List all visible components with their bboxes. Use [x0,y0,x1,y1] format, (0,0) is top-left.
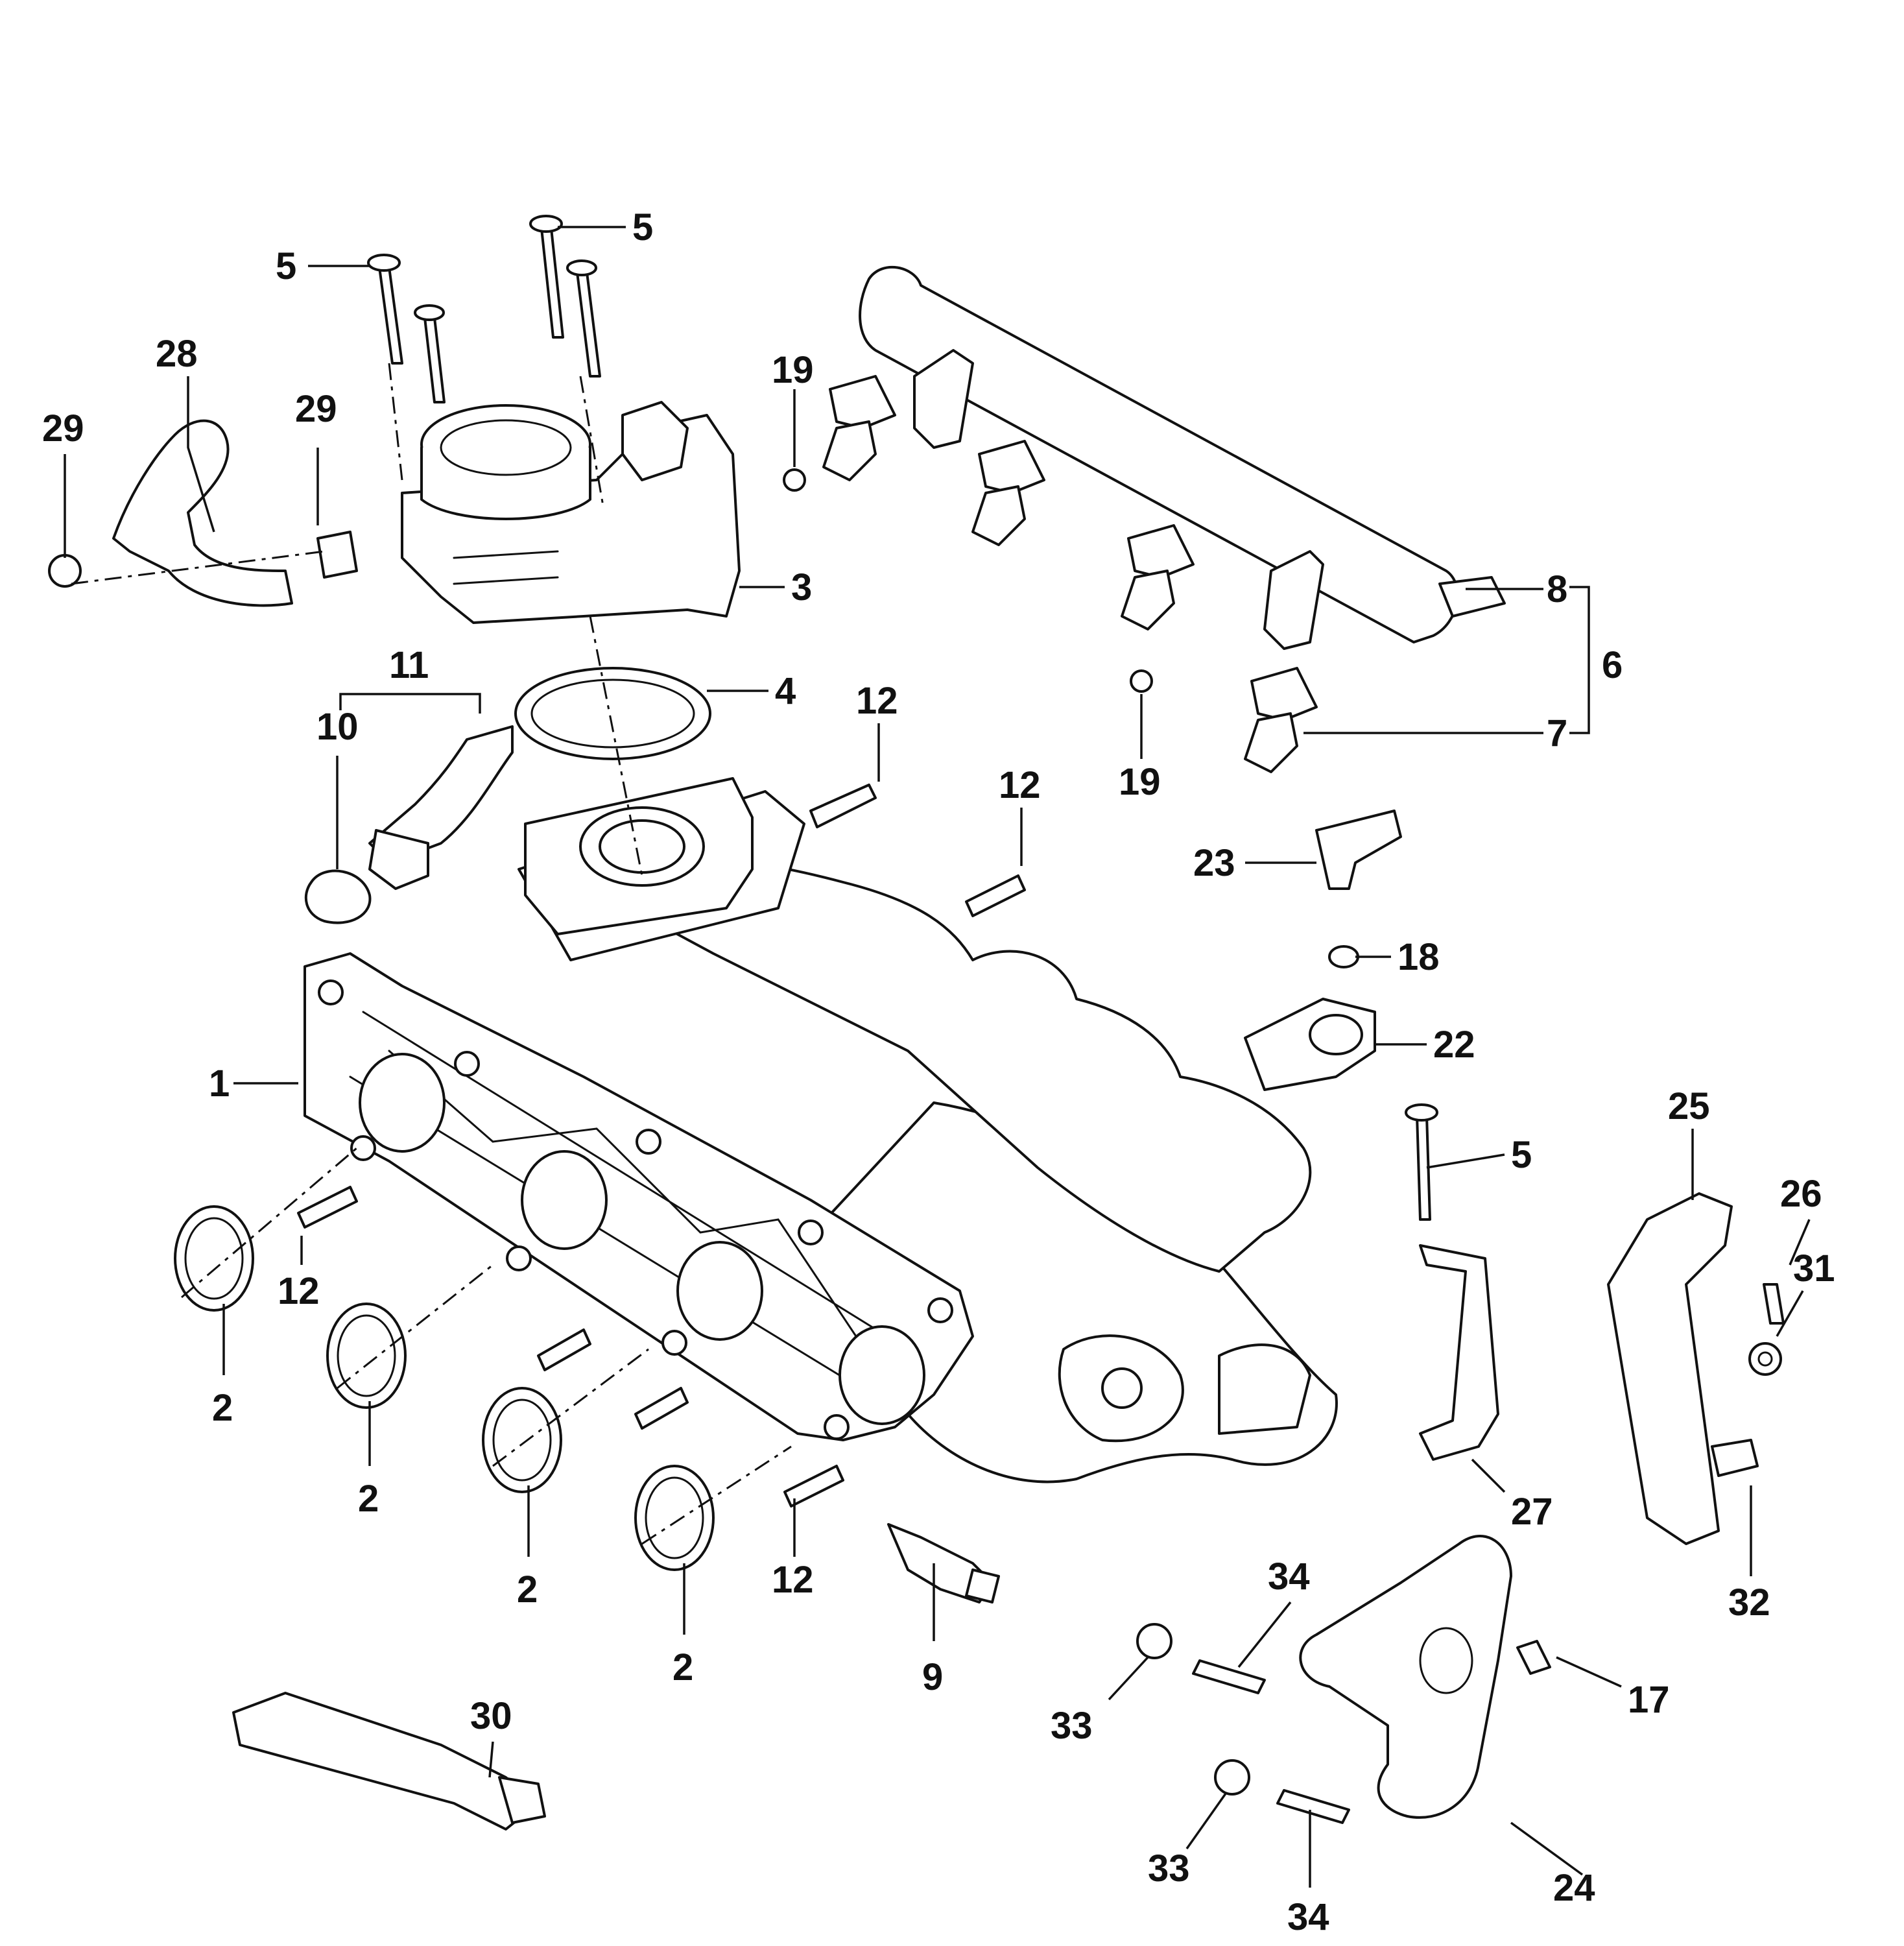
callout-34: 34 [1287,1896,1329,1938]
callout-28: 28 [156,333,198,375]
throttle-body [401,401,741,624]
callout-23: 23 [1193,842,1235,884]
callout-32: 32 [1728,1581,1770,1624]
group-brackets [339,586,1590,734]
temperature-sensor [887,1523,1000,1604]
pcv-hose-and-connector [304,725,514,924]
callout-33: 33 [1051,1705,1093,1747]
callout-19: 19 [1119,761,1161,803]
callout-9: 9 [922,1656,943,1698]
intake-manifold [303,777,1338,1484]
callout-5: 5 [1511,1134,1532,1176]
nut-31 [1748,1342,1782,1376]
bolt-17 [1516,1640,1551,1675]
coolant-hose [48,419,358,607]
map-sensor [1244,998,1376,1091]
callout-12: 12 [999,764,1041,806]
bracket-24 [1299,1535,1512,1819]
callout-29: 29 [42,407,84,450]
studs-34 [1192,1659,1350,1824]
callout-2: 2 [672,1646,693,1688]
callout-3: 3 [791,566,812,608]
callout-29: 29 [295,388,337,430]
callout-26: 26 [1780,1173,1822,1215]
callout-5: 5 [632,206,653,248]
manifold-bolts [297,784,1026,1508]
callout-25: 25 [1668,1085,1710,1127]
callout-8: 8 [1547,568,1567,610]
callout-24: 24 [1553,1867,1595,1909]
callout-17: 17 [1628,1679,1670,1721]
sealant-tube [232,1692,546,1831]
bolt-32 [1711,1439,1759,1477]
leader-lines [64,226,1811,1888]
throttle-body-bolts [367,215,1438,1221]
callout-1: 1 [209,1063,230,1105]
callout-2: 2 [517,1568,538,1611]
callout-6: 6 [1602,644,1623,686]
callout-12: 12 [772,1559,814,1601]
callout-12: 12 [856,680,898,722]
callout-22: 22 [1433,1024,1475,1066]
callout-7: 7 [1547,712,1567,754]
support-brace-25 [1607,1192,1733,1545]
callout-4: 4 [775,670,796,712]
callout-11: 11 [389,644,429,686]
bracket-27 [1419,1244,1499,1461]
callout-34: 34 [1268,1556,1310,1598]
fuel-rail-and-injectors [783,266,1506,773]
callout-33: 33 [1148,1847,1190,1890]
bracket-23 [1315,810,1402,890]
callout-labels: 1 2 2 2 2 3 4 5 5 5 6 7 8 9 10 11 12 12 … [42,206,1835,1938]
callout-18: 18 [1398,936,1440,978]
callout-2: 2 [212,1387,233,1429]
throttle-body-gasket [514,667,711,760]
nuts-33 [1136,1623,1250,1796]
stud-26 [1763,1283,1785,1325]
callout-19: 19 [772,349,814,391]
callout-31: 31 [1793,1247,1835,1290]
intake-port-gaskets [174,1205,715,1571]
callout-27: 27 [1511,1491,1553,1533]
callout-30: 30 [470,1695,512,1737]
sensor-bolt [1328,945,1359,968]
callout-10: 10 [316,706,359,748]
alignment-lines [71,363,792,1545]
callout-5: 5 [276,245,296,287]
callout-2: 2 [358,1478,379,1520]
callout-12: 12 [278,1270,320,1312]
